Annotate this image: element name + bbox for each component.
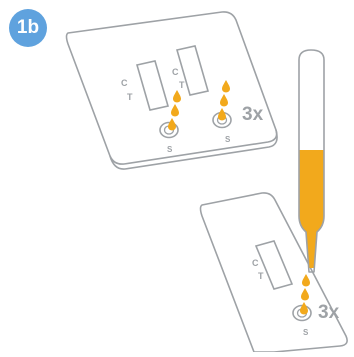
top-test-cassette: C T S C T S 3x	[65, 11, 278, 170]
window-label-t: T	[127, 92, 133, 102]
pipette-outline	[298, 49, 325, 273]
pipette-liquid	[299, 150, 324, 268]
window-label-c: C	[172, 67, 179, 77]
repeat-count-label: 3x	[318, 302, 340, 323]
window-label-c: C	[121, 78, 128, 88]
result-window	[254, 240, 294, 290]
bottom-test-cassette: C T S 3x	[199, 192, 348, 353]
window-label-c: C	[252, 258, 259, 268]
pipette-icon	[298, 49, 325, 273]
repeat-count-label: 3x	[242, 104, 264, 125]
well-label-s: S	[167, 145, 173, 154]
step-badge: 1b	[9, 9, 47, 47]
well-label-s: S	[303, 328, 309, 337]
window-label-t: T	[258, 271, 264, 281]
result-window-left	[135, 60, 170, 111]
well-label-s: S	[225, 135, 231, 144]
result-window-right	[175, 45, 210, 96]
window-label-t: T	[179, 80, 185, 90]
cassette-body	[65, 11, 278, 165]
cassette-thickness	[109, 129, 278, 170]
